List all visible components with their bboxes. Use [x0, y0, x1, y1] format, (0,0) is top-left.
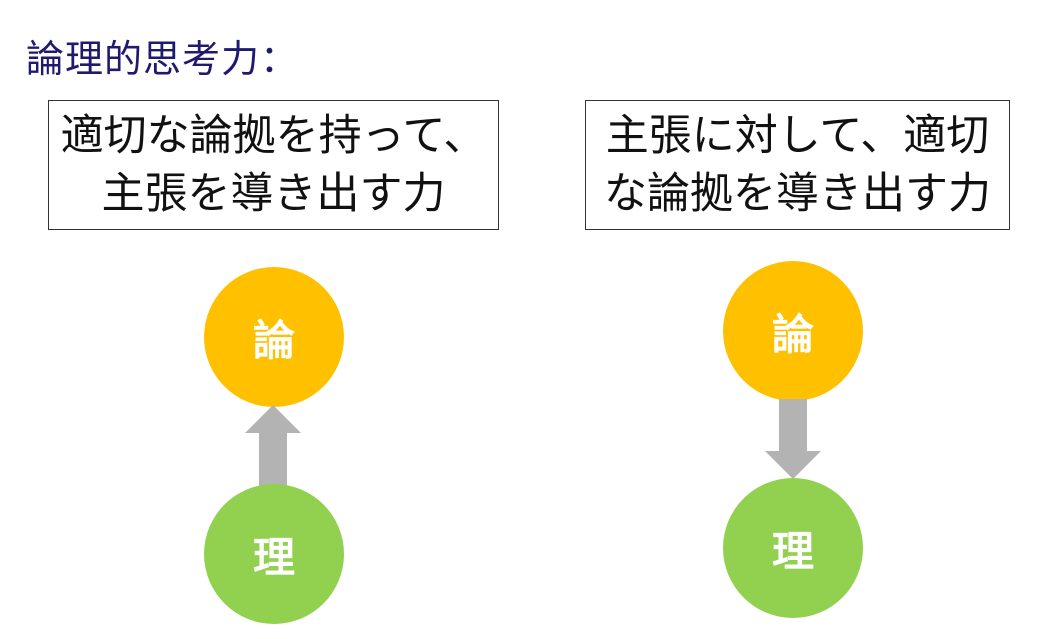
definition-box-left: 適切な論拠を持って、 主張を導き出す力 — [48, 100, 499, 230]
ri-circle-left: 理 — [204, 484, 344, 624]
page-title: 論理的思考力： — [26, 37, 300, 81]
ri-circle-right: 理 — [723, 478, 863, 618]
definition-line-1: 適切な論拠を持って、 — [60, 111, 487, 161]
definition-box-right: 主張に対して、適切 な論拠を導き出す力 — [585, 100, 1010, 230]
up-arrow-icon — [245, 405, 301, 487]
down-arrow-icon — [765, 399, 821, 479]
definition-line-2: 主張を導き出す力 — [101, 169, 446, 219]
definition-line-2: な論拠を導き出す力 — [604, 169, 991, 219]
definition-line-1: 主張に対して、適切 — [605, 111, 990, 161]
ron-circle-left: 論 — [204, 267, 344, 407]
ron-circle-right: 論 — [723, 261, 863, 401]
